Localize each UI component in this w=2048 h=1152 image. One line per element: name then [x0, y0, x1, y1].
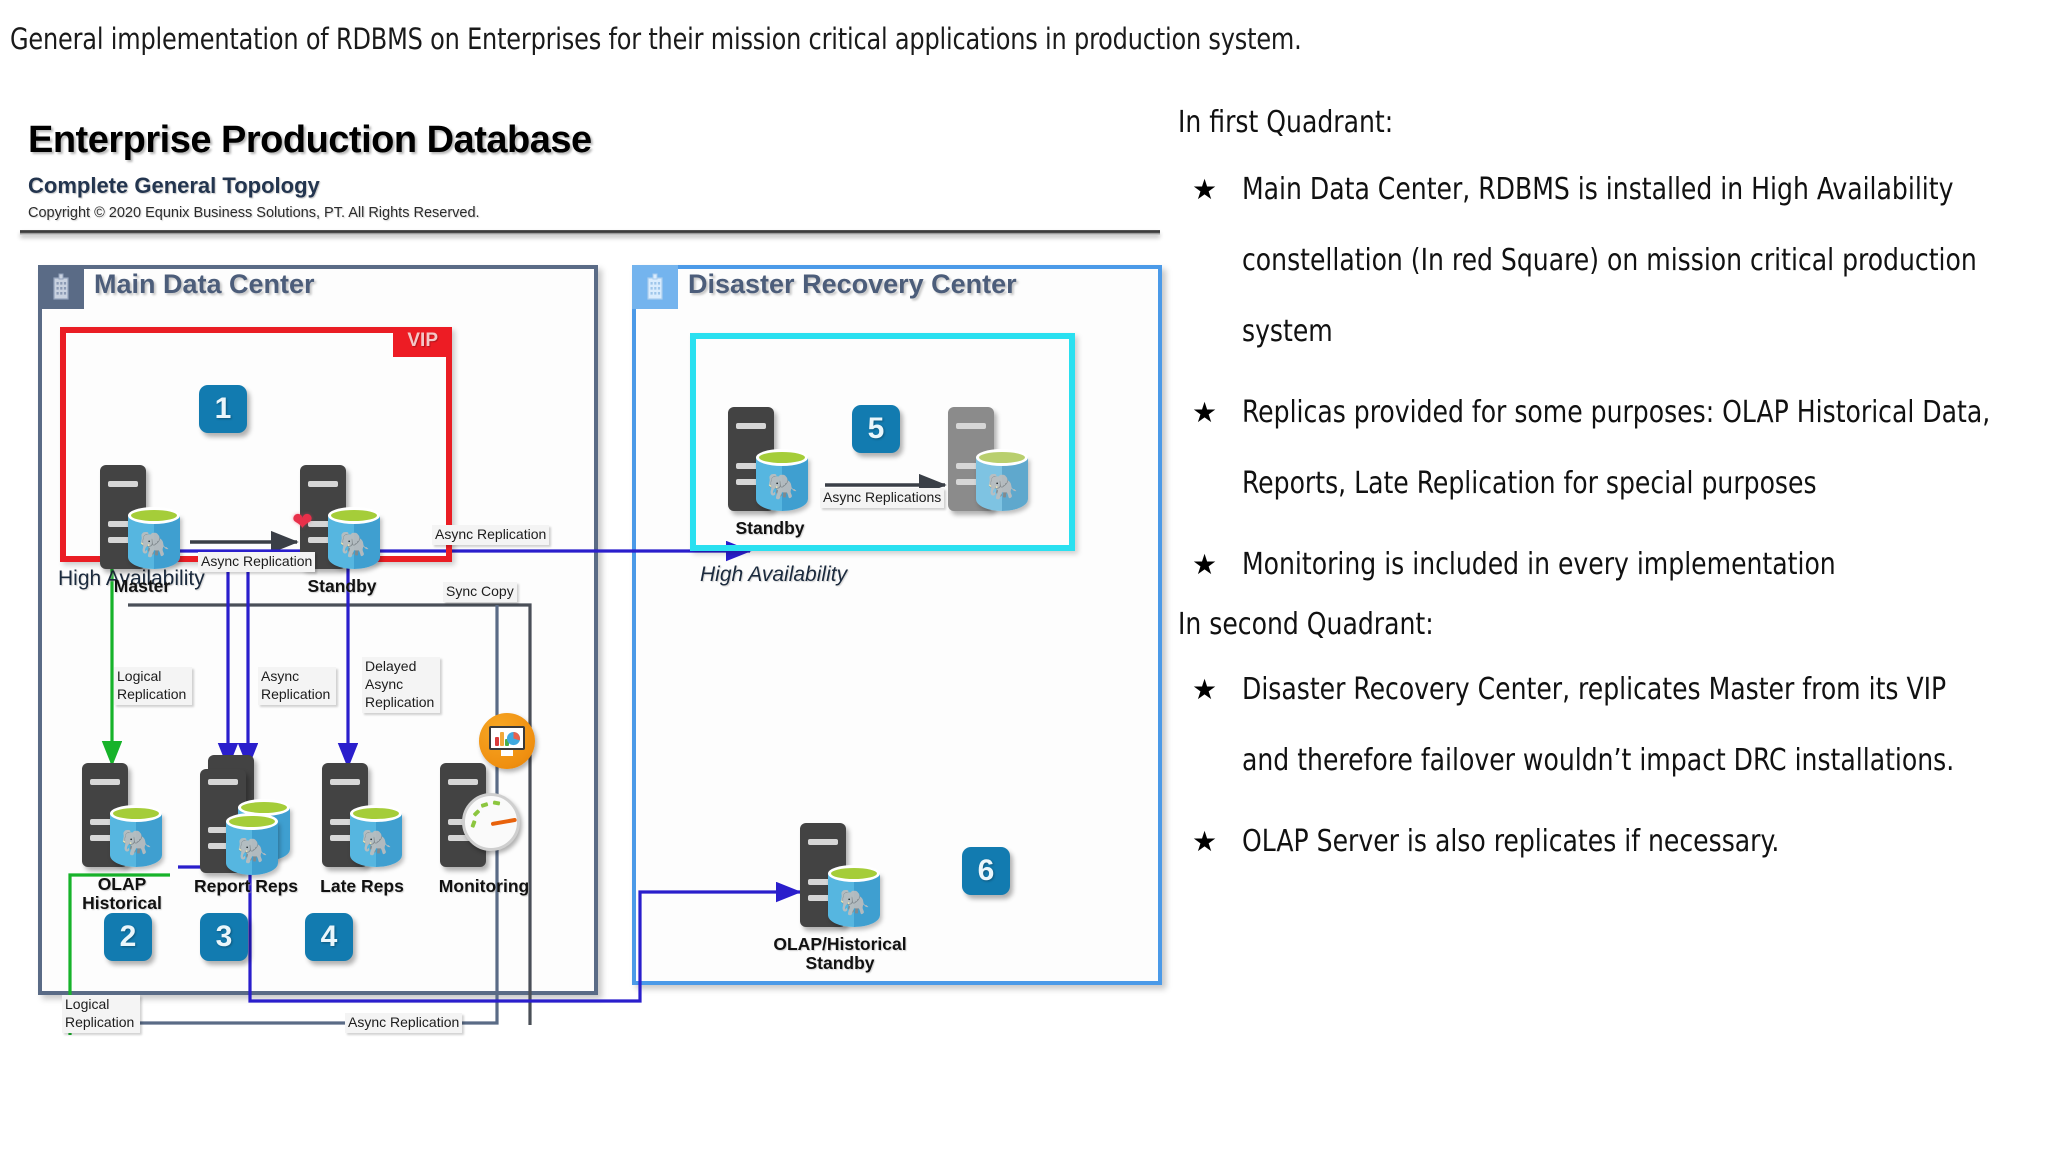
edge-label-line1: Async	[261, 668, 300, 684]
notes-column: In first Quadrant: ★ Main Data Center, R…	[1178, 108, 2048, 887]
edge-label-async-replication-bottom: Async Replication	[345, 1013, 463, 1033]
ha-label-main: High Availability	[58, 567, 205, 590]
building-icon	[632, 265, 678, 309]
list-item: ★ Main Data Center, RDBMS is installed i…	[1178, 154, 2048, 367]
node-monitoring: Monitoring	[438, 763, 550, 913]
postgres-db-icon: 🐘	[226, 813, 278, 877]
notes-heading-1: In first Quadrant:	[1178, 105, 1394, 140]
node-drc-replica: 🐘	[948, 407, 1048, 537]
edge-label-async-replication-mid: Async Replication	[258, 667, 336, 705]
heartbeat-icon: ❤	[292, 508, 313, 536]
step-badge-4: 4	[305, 913, 353, 961]
star-icon: ★	[1192, 549, 1218, 580]
edge-label-line1: Delayed	[365, 658, 417, 674]
postgres-db-icon: 🐘	[350, 805, 402, 869]
edge-label-line1: Logical	[65, 996, 110, 1012]
list-item-text: Disaster Recovery Center, replicates Mas…	[1242, 672, 1955, 778]
star-icon: ★	[1192, 174, 1218, 205]
diagram-title: Enterprise Production Database	[28, 119, 592, 161]
node-olap-historical-standby: 🐘 OLAP/Historical Standby	[773, 823, 930, 973]
edge-label-async-replication-out: Async Replication	[432, 525, 550, 545]
node-report-reps: 🐘 Report Reps	[194, 755, 320, 913]
list-item-text: Monitoring is included in every implemen…	[1242, 547, 1836, 582]
topology-diagram: Enterprise Production Database Complete …	[0, 105, 1180, 1035]
postgres-db-icon: 🐘	[828, 865, 880, 929]
edge-label-sync-copy: Sync Copy	[443, 582, 517, 602]
edge-label-drc-async-replications: Async Replications	[820, 488, 945, 508]
list-item: ★ Replicas provided for some purposes: O…	[1178, 377, 2048, 519]
step-badge-5: 5	[852, 405, 900, 453]
list-item: ★ Disaster Recovery Center, replicates M…	[1178, 654, 2048, 796]
edge-label-line3: Replication	[365, 693, 435, 710]
edge-label-logical-replication-bottom: Logical Replication	[62, 995, 140, 1033]
diagram-copyright: Copyright © 2020 Equnix Business Solutio…	[28, 205, 480, 221]
node-label-line2: Standby	[805, 952, 875, 973]
node-label: Report Reps	[193, 876, 299, 896]
step-badge-2: 2	[104, 913, 152, 961]
panel-disaster-recovery-center-title: Disaster Recovery Center	[688, 269, 1017, 299]
gauge-icon	[462, 793, 520, 851]
node-label: Standby	[307, 576, 377, 596]
edge-label-master-standby: Async Replication	[198, 552, 316, 572]
building-icon	[38, 265, 84, 309]
star-icon: ★	[1192, 397, 1218, 428]
diagram-subtitle: Complete General Topology	[28, 173, 320, 198]
diagram-divider	[20, 230, 1160, 235]
list-item: ★ OLAP Server is also replicates if nece…	[1178, 806, 2048, 877]
node-label: Late Reps	[320, 876, 404, 896]
ha-label-drc: High Availability	[700, 563, 848, 586]
panel-main-data-center	[38, 265, 598, 995]
postgres-db-icon: 🐘	[756, 449, 808, 513]
step-badge-1: 1	[199, 385, 247, 433]
panel-main-data-center-title: Main Data Center	[94, 269, 315, 299]
list-item-text: Main Data Center, RDBMS is installed in …	[1242, 172, 1977, 349]
node-label-line1: OLAP/Historical	[773, 934, 907, 954]
list-item: ★ Monitoring is included in every implem…	[1178, 529, 2048, 600]
postgres-db-icon: 🐘	[328, 507, 380, 571]
edge-label-line2: Replication	[65, 1013, 135, 1030]
vip-badge: VIP	[393, 327, 452, 357]
star-icon: ★	[1192, 826, 1218, 857]
postgres-db-icon: 🐘	[976, 449, 1028, 513]
step-badge-6: 6	[962, 847, 1010, 895]
node-late-reps: 🐘 Late Reps	[320, 763, 432, 913]
node-label: Master	[113, 576, 171, 596]
step-badge-3: 3	[200, 913, 248, 961]
high-availability-box-drc	[690, 333, 1075, 551]
edge-label-line2: Async	[365, 675, 404, 692]
node-label: OLAP Historical	[82, 875, 162, 913]
edge-label-line2: Replication	[261, 685, 331, 702]
edge-label-line1: Logical	[117, 668, 162, 684]
postgres-db-icon: 🐘	[110, 805, 162, 869]
list-item-text: OLAP Server is also replicates if necess…	[1242, 824, 1780, 859]
node-olap-historical: 🐘 OLAP Historical	[82, 763, 192, 913]
node-master: 🐘 Master	[100, 465, 192, 595]
dashboard-icon	[479, 713, 535, 769]
node-standby-main: 🐘 Standby	[300, 465, 392, 595]
node-label: OLAP/Historical Standby	[773, 935, 906, 973]
node-standby-drc: 🐘 Standby	[728, 407, 828, 537]
connector-layer	[68, 473, 947, 1035]
edge-label-line2: Replication	[117, 685, 187, 702]
list-item-text: Replicas provided for some purposes: OLA…	[1242, 395, 1991, 501]
notes-heading-2: In second Quadrant:	[1178, 607, 1434, 642]
postgres-db-icon: 🐘	[128, 507, 180, 571]
node-label: Monitoring	[438, 876, 530, 896]
star-icon: ★	[1192, 674, 1218, 705]
edge-label-delayed-async-replication: Delayed Async Replication	[362, 657, 440, 713]
node-label-line1: OLAP	[97, 874, 147, 894]
slide-caption: General implementation of RDBMS on Enter…	[10, 22, 1302, 56]
node-label-line2: Historical	[82, 892, 162, 913]
node-label: Standby	[735, 518, 805, 538]
edge-label-logical-replication-top: Logical Replication	[114, 667, 192, 705]
